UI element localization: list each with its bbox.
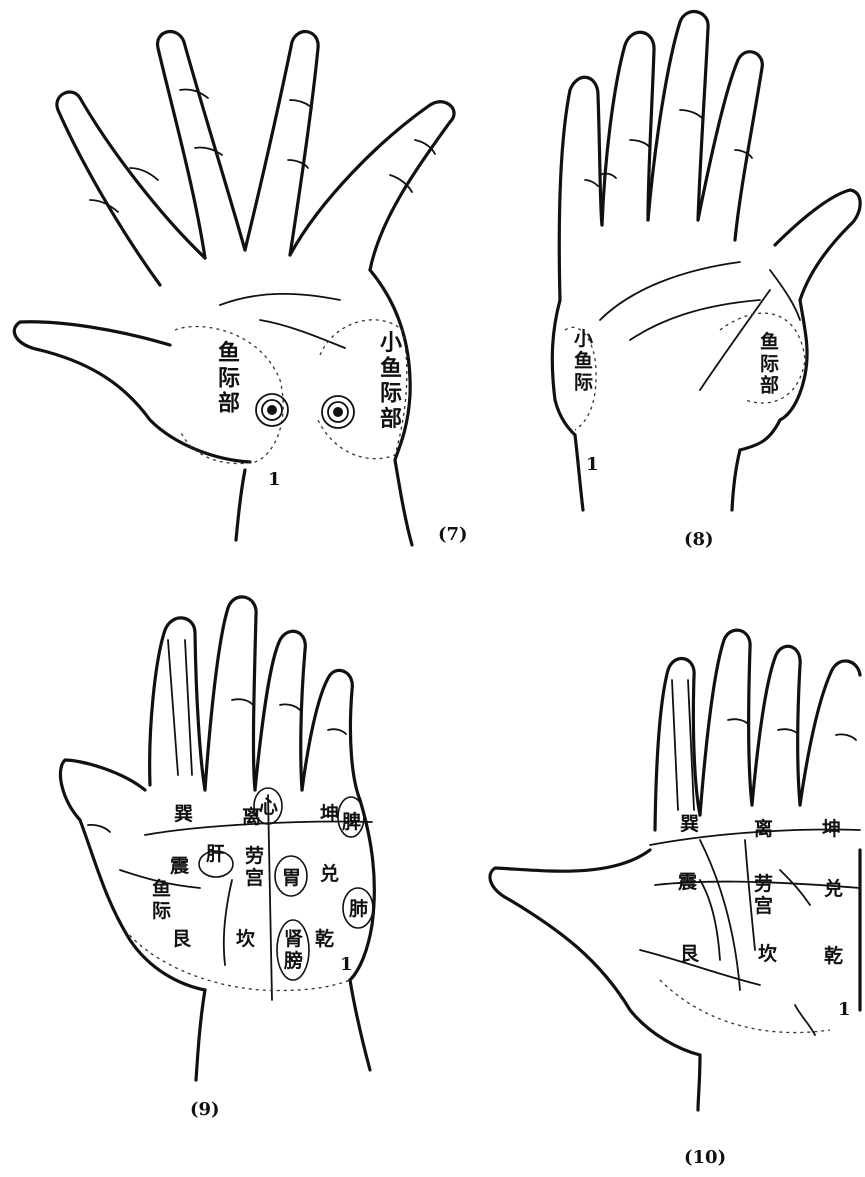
figure-9: 巽 离 心 坤 脾 肝 震 劳宫 胃 兑 鱼际 艮 坎 肾膀 乾 肺 1 (9) [60,597,374,1120]
label-10-dui: 兑 [824,877,843,900]
label-9-pi: 脾 [341,810,361,833]
label-9-kun: 坤 [320,802,339,825]
caption-10: (10) [684,1147,726,1168]
hand-outline-7 [14,32,454,545]
label-10-gen: 艮 [680,943,700,965]
caption-7: (7) [438,524,468,545]
label-9-fei: 肺 [349,898,368,920]
label-9-dui: 兑 [320,862,339,885]
label-9-zhen: 震 [170,855,190,877]
label-10-qian: 乾 [824,944,843,967]
label-10-kan: 坎 [758,942,777,965]
label-9-qian: 乾 [315,927,334,950]
figure-7: 鱼际部 小鱼际部 1 (7) [14,32,467,545]
label-10-li: 离 [754,817,773,840]
label-9-laogong: 劳宫 [245,844,264,889]
figure-8: 小鱼际 鱼际部 1 (8) [552,12,860,550]
caption-8: (8) [684,529,714,550]
marker-9: 1 [340,954,353,975]
spiral-marker-left [256,394,288,426]
hand-outline-10 [490,630,860,1110]
label-9-shenpang: 肾膀 [283,928,303,972]
hand-outline-8 [552,12,860,510]
label-10-laogong: 劳宫 [754,872,773,917]
hand-outline-9 [60,597,374,1080]
marker-10: 1 [838,999,851,1020]
label-9-xin: 心 [259,796,278,818]
thenar-label-7: 鱼际部 [218,340,240,417]
hypothenar-label-8: 小鱼际 [574,328,593,394]
marker-8: 1 [586,454,599,475]
label-9-yuji: 鱼际 [152,877,171,922]
thenar-label-8: 鱼际部 [760,330,779,397]
label-9-wei: 胃 [282,867,301,889]
label-9-kan: 坎 [236,927,255,950]
spiral-marker-right [322,396,354,428]
caption-9: (9) [190,1099,220,1120]
label-10-zhen: 震 [678,871,698,893]
hypothenar-label-7: 小鱼际部 [380,330,402,432]
label-9-xun: 巽 [174,803,193,825]
figure-10: 巽 离 坤 震 劳宫 兑 艮 坎 乾 1 (10) [490,630,860,1168]
label-10-xun: 巽 [680,813,699,835]
label-9-gen: 艮 [172,928,192,950]
marker-7: 1 [268,469,281,490]
label-9-gan: 肝 [206,843,225,865]
label-10-kun: 坤 [822,817,841,840]
